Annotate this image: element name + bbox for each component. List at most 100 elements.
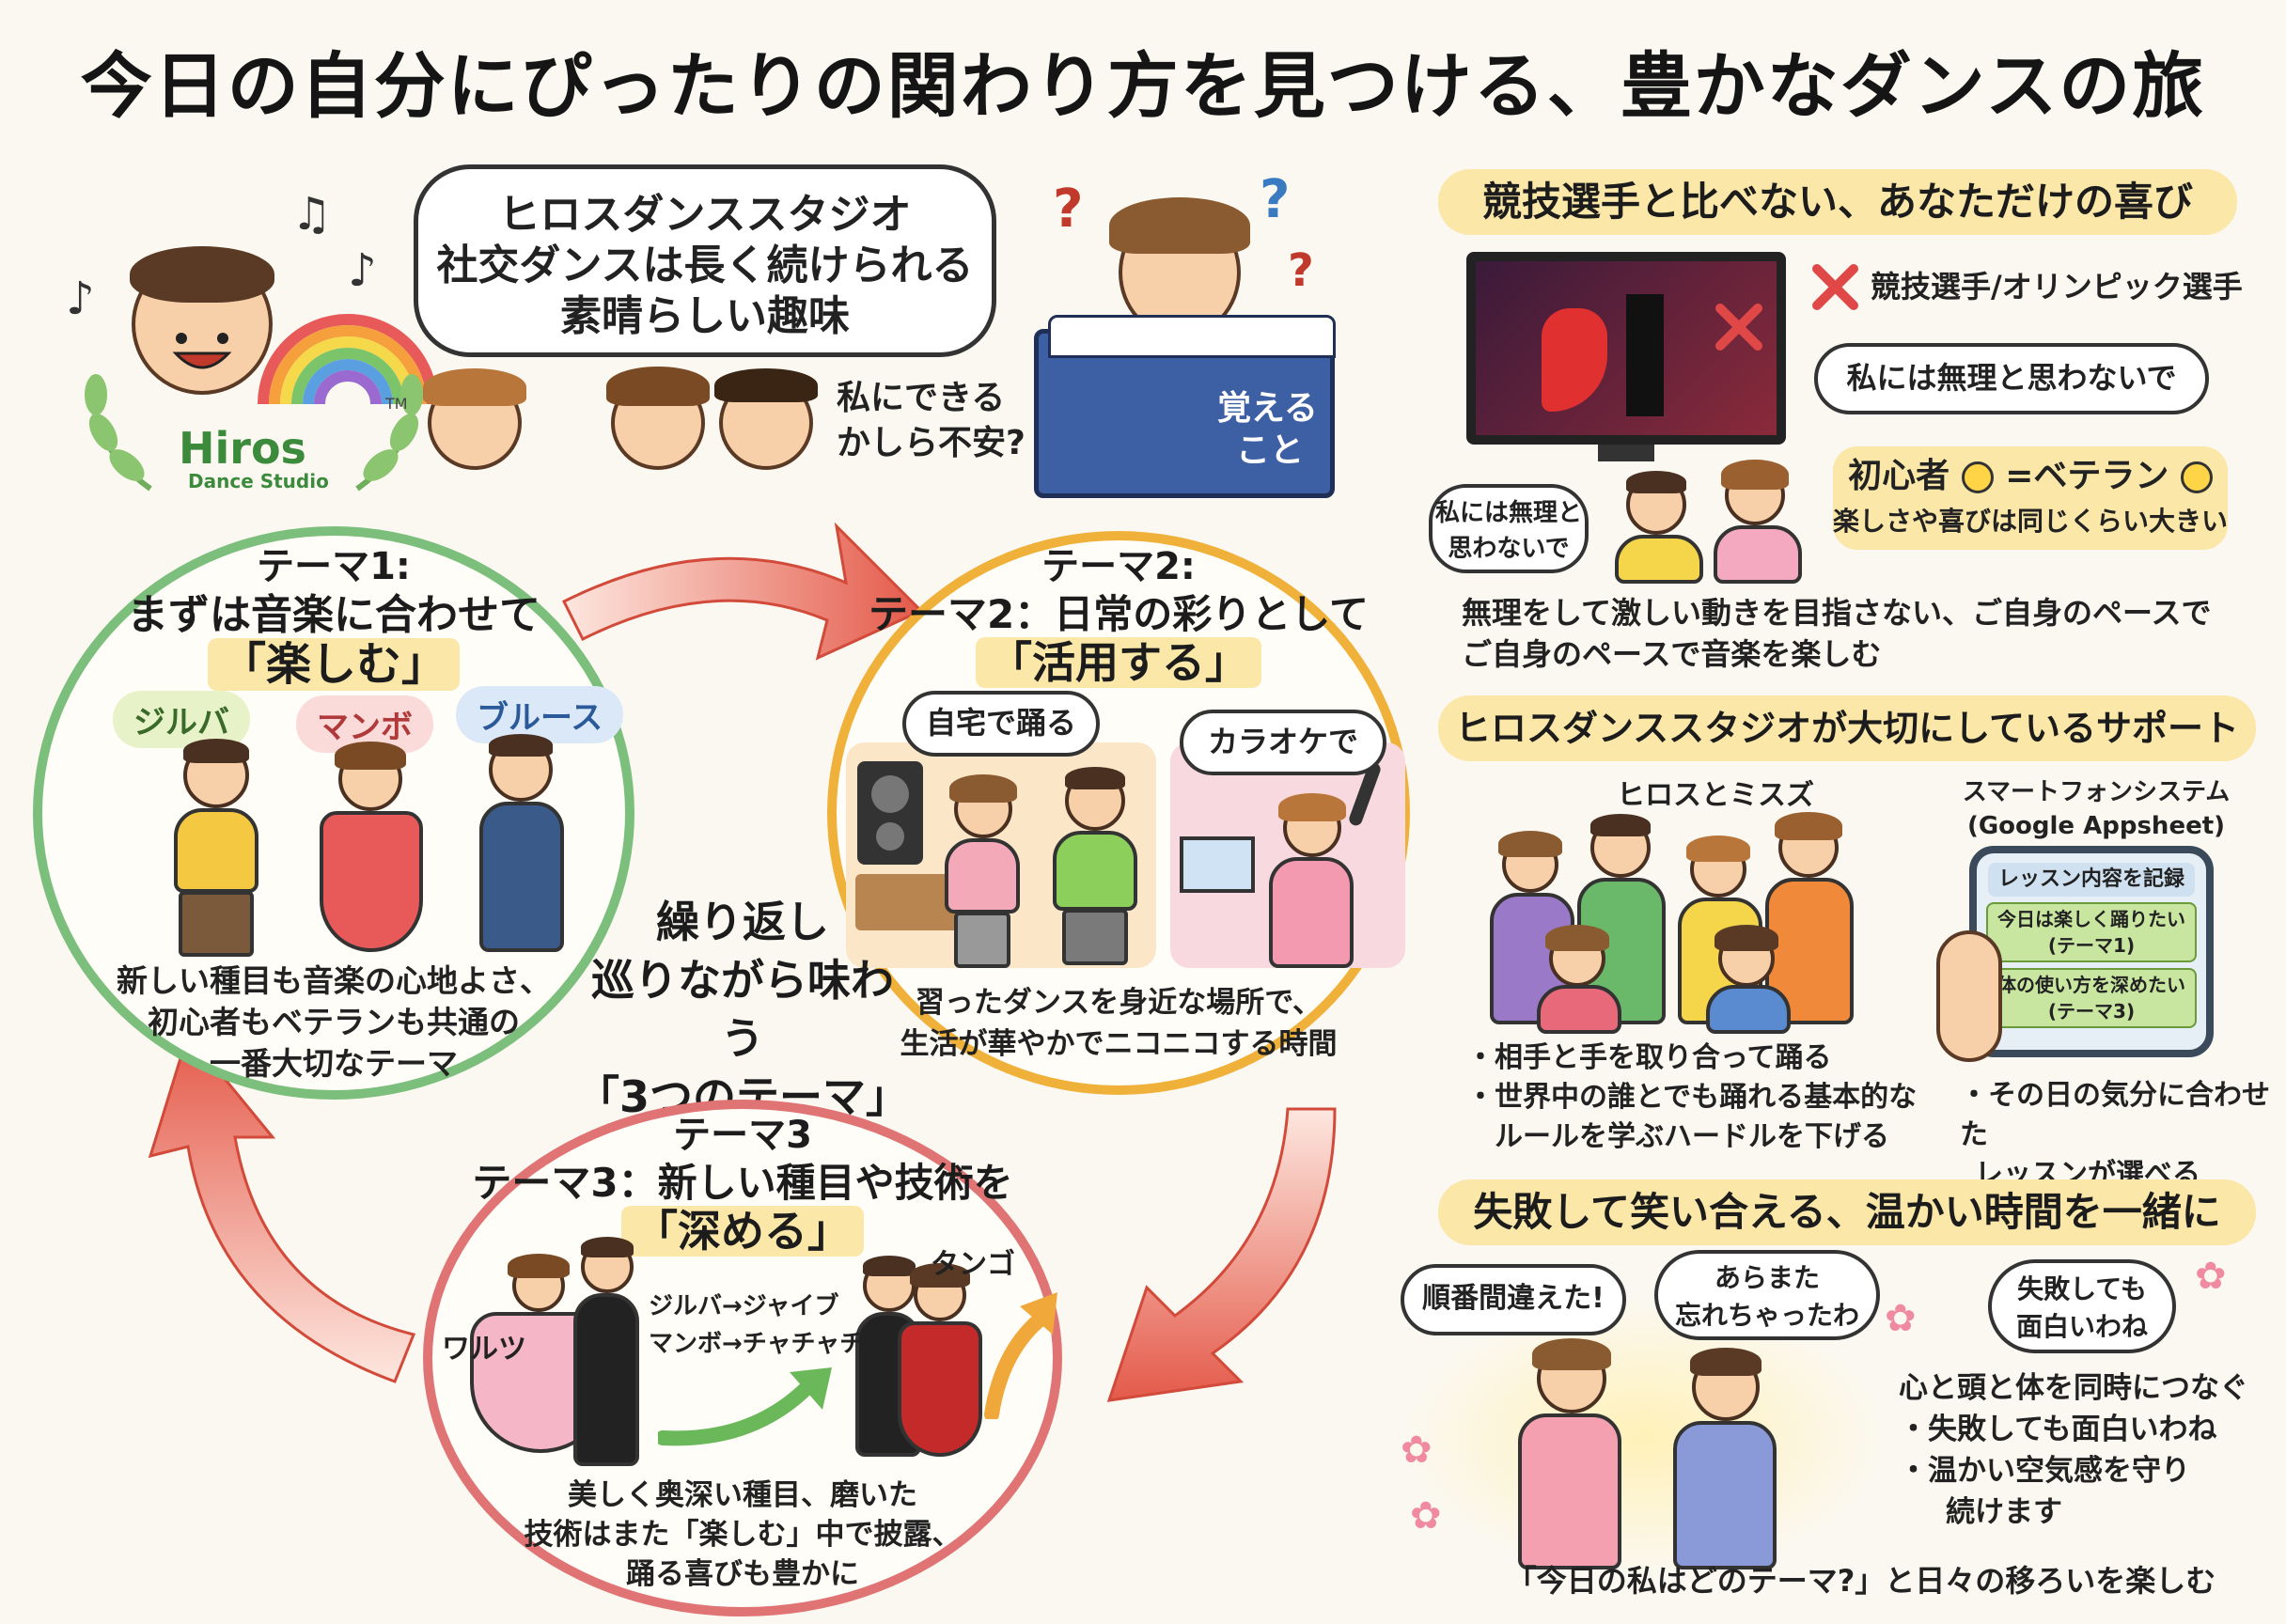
music-note-icon: ♫ [291,188,333,241]
theme1-head: まずは音楽に合わせて [127,591,540,639]
question-mark-icon: ? [1288,244,1314,297]
logo-name: Hiros [179,423,306,474]
flower-icon: ✿ [2195,1255,2227,1298]
intro-line1: ヒロスダンススタジオ [498,191,912,239]
theme3-desc2: 技術はまた「楽しむ」中で披露、 [524,1518,962,1552]
intro-line2: 社交ダンスは長く続けられる [436,242,974,289]
bubble-forgot-1: あらまた [1714,1262,1820,1293]
singer-woman [1260,793,1363,968]
bubble-funny-1: 失敗しても [2017,1273,2147,1304]
theme3-key: 「深める」 [621,1206,864,1257]
laughing-woman [1504,1338,1636,1569]
section1-header: 競技選手と比べない、あなただけの喜び [1438,169,2237,235]
dancer-woman-red [310,742,432,954]
equal-veteran: =ベテラン [2005,457,2169,495]
theme2-desc: 習ったダンスを身近な場所で、 生活が華やかでニコニコする時間 [846,982,1391,1065]
question-mark-icon: ? [1260,169,1291,230]
center-line1: 繰り返し [656,897,829,947]
book-title-2: こと [1236,431,1305,470]
bubble-funny-2: 面白いわね [2015,1311,2148,1342]
person-5 [1532,925,1626,1034]
list-line3: ・温かい空気感を守り [1899,1454,2190,1488]
bullet1: ・相手と手を取り合って踊る [1466,1041,1832,1074]
bubble-left-line1: 私には無理と [1434,499,1582,527]
tag-jive: ジルバ [113,691,250,748]
theme3-desc: 美しく奥深い種目、磨いた 技術はまた「楽しむ」中で披露、 踊る喜びも豊かに [451,1476,1034,1594]
couple-hair-man [714,368,818,402]
section3-list: 心と頭と体を同時につなぐ ・失敗しても面白いわね ・温かい空気感を守り 続けます [1899,1367,2265,1533]
dancer-black-suit [1626,294,1664,416]
tango-woman [893,1263,987,1457]
tango-label: タンゴ [931,1248,1015,1281]
theme2-header: テーマ2: テーマ2：日常の彩りとして 「活用する」 [827,543,1410,689]
growth-arrow-icon [658,1367,832,1446]
smartphone: レッスン内容を記録 今日は楽しく踊りたい (テーマ1) 体の使い方を深めたい (… [1969,846,2214,1057]
veteran-woman [1706,460,1809,584]
intro-speech-bubble: ヒロスダンススタジオ 社交ダンスは長く続けられる 素晴らしい趣味 [414,164,996,357]
mascot-smile-icon [172,333,232,369]
theme2-desc1: 習ったダンスを身近な場所で、 [915,986,1323,1020]
theme3-head: テーマ3：新しい種目や技術を [472,1160,1013,1206]
smile-icon [2180,461,2213,493]
phone-card2-line1: 体の使い方を深めたい [1997,974,2185,996]
mascot-hair [130,246,274,303]
bubble-dont-think: 私には無理と思わないで [1814,343,2209,414]
person-4 [1758,812,1861,1024]
bubble-funny: 失敗しても 面白いわね [1988,1259,2176,1353]
person-6 [1701,925,1795,1034]
tv-stand [1598,445,1654,461]
equality-box: 初心者 =ベテラン 楽しさや喜びは同じくらい大きい [1833,446,2228,550]
woman-hair [423,368,526,406]
phone-card2[interactable]: 体の使い方を深めたい (テーマ3) [1986,968,2197,1028]
theme3-desc1: 美しく奥深い種目、磨いた [568,1478,917,1512]
music-note-icon: ♪ [348,244,377,297]
couple-hair-woman [606,367,710,406]
book-title-1: 覚える [1217,389,1318,428]
theme1-header: テーマ1: まずは音楽に合わせて 「楽しむ」 [33,543,634,691]
center-line2: 巡りながら味わう [591,955,894,1064]
bubble-forgot-2: 忘れちゃったわ [1674,1300,1859,1331]
bubble-left-line2: 思わないで [1448,535,1570,563]
bubble-dont-think-left: 私には無理と 思わないで [1429,484,1589,573]
section2-bullets: ・相手と手を取り合って踊る ・世界中の誰とでも踊れる基本的な ルールを学ぶハード… [1466,1038,1936,1157]
book-page [1048,315,1336,358]
section3-footer: 「今日の私はどのテーマ?」と日々の移ろいを楽しむ [1506,1563,2216,1599]
waltz-label: ワルツ [442,1333,526,1366]
tag-mambo: マンボ [296,695,433,753]
tag-blues: ブルース [456,686,624,743]
laurel-icon [85,374,423,492]
arrow-left [148,1030,416,1383]
arrow-right [1106,1107,1337,1402]
flower-icon: ✿ [1410,1494,1442,1538]
section1-body: 無理をして激しい動きを目指さない、ご自身のペースで ご自身のペースで音楽を楽しむ [1462,592,2261,675]
logo-tm: TM [385,395,408,413]
logo-area: Hiros Dance Studio TM ♪ ♫ ♪ [66,188,438,498]
beginner-man [1607,471,1711,584]
phone-card1[interactable]: 今日は楽しく踊りたい (テーマ1) [1986,902,2197,962]
phone-title: スマートフォンシステム (Google Appsheet) [1955,775,2237,843]
step-labels: ジルバ→ジャイブ マンボ→チャチャチャ [649,1288,888,1363]
equal-sub: 楽しさや喜びは同じくらい大きい [1833,506,2229,537]
list-line4: 続けます [1946,1495,2062,1529]
bubble-wrong-order: 順番間違えた! [1401,1264,1626,1335]
worried-text: 私にできる かしら不安? [837,376,1026,466]
bubble-karaoke: カラオケで [1180,710,1386,775]
theme2-key: 「活用する」 [976,637,1261,688]
theme1-num: テーマ1: [257,545,411,588]
smile-icon [1961,461,1994,493]
list-line1: 心と頭と体を同時につなぐ [1899,1371,2248,1405]
theme1-desc1: 新しい種目も音楽の心地よさ、 [117,962,551,999]
phone-title2: (Google Appsheet) [1966,812,2226,840]
dancer-man-green [1039,767,1151,968]
phone-card2-line2: (テーマ3) [2047,1000,2136,1023]
orange-arrow-icon [984,1292,1057,1419]
section3-header: 失敗して笑い合える、温かい時間を一緒に [1438,1179,2256,1245]
intro-line3: 素晴らしい趣味 [560,292,850,340]
theme3-desc3: 踊る喜びも豊かに [626,1557,859,1591]
phone-card1-line1: 今日は楽しく踊りたい [1997,908,2185,930]
section2-bullet3: ・その日の気分に合わせた レッスンが選べる [1960,1076,2270,1195]
hand [1936,930,2002,1062]
phone-title1: スマートフォンシステム [1962,778,2231,806]
bubble-home: 自宅で踊る [902,691,1100,757]
theme2-desc2: 生活が華やかでニコニコする時間 [900,1027,1338,1061]
